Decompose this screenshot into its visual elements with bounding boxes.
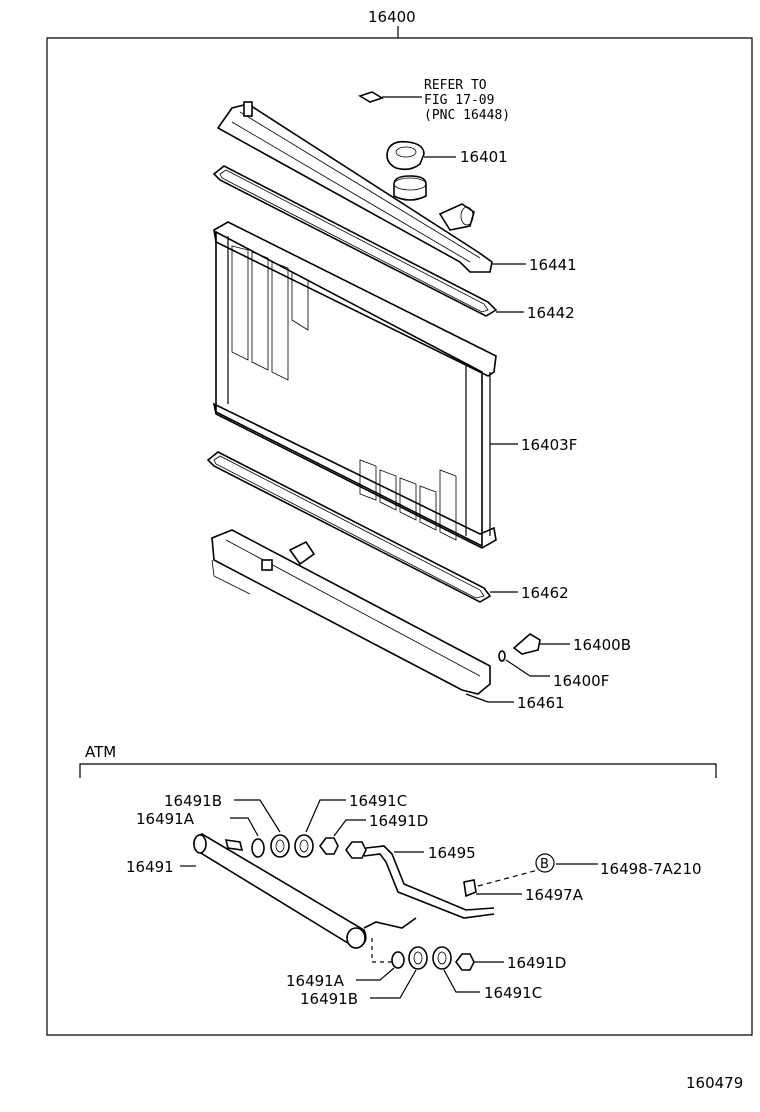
washer-16491A-top[interactable]: 16491A — [136, 810, 265, 858]
gasket-16491C-top[interactable]: 16491C — [294, 792, 407, 858]
filler-neck — [393, 175, 427, 201]
nut-16491D-bot[interactable]: 16491D — [455, 953, 566, 972]
sub-part-icon — [358, 91, 384, 103]
oil-cooler-tube[interactable]: 16495 — [345, 841, 495, 919]
radiator-core[interactable]: 16403F — [212, 221, 577, 549]
part-16491B-top-label[interactable]: 16491B — [164, 792, 222, 810]
part-16495-label[interactable]: 16495 — [428, 844, 476, 862]
upper-gasket[interactable]: 16442 — [212, 165, 575, 322]
refer-note: REFER TO FIG 17-09 (PNC 16448) — [358, 78, 510, 123]
callout-b[interactable]: B 16498-7A210 — [477, 853, 702, 887]
part-16442-label[interactable]: 16442 — [527, 304, 575, 322]
figure-number: 160479 — [686, 1074, 743, 1092]
washer-16491A-bot[interactable]: 16491A — [286, 951, 405, 990]
part-16400B-label[interactable]: 16400B — [573, 636, 631, 654]
atm-section-bracket — [79, 763, 717, 778]
gasket-16491B-top[interactable]: 16491B — [164, 792, 290, 858]
part-16491D-top-label[interactable]: 16491D — [369, 812, 428, 830]
part-16462-label[interactable]: 16462 — [521, 584, 569, 602]
part-16403F-label[interactable]: 16403F — [521, 436, 577, 454]
tube-clamp[interactable]: 16497A — [463, 879, 584, 904]
drain-cock[interactable]: 16400B — [512, 633, 631, 655]
assembly-number-label[interactable]: 16400 — [368, 8, 416, 26]
part-16491C-bot-label[interactable]: 16491C — [484, 984, 542, 1002]
upper-tank[interactable]: 16441 — [216, 101, 577, 274]
inlet-pipe — [438, 203, 475, 231]
drain-boss — [261, 559, 273, 571]
refer-note-line-3: (PNC 16448) — [424, 108, 510, 123]
part-16491A-top-label[interactable]: 16491A — [136, 810, 195, 828]
part-16400F-label[interactable]: 16400F — [553, 672, 609, 690]
tank-stub — [243, 101, 253, 117]
part-16491C-top-label[interactable]: 16491C — [349, 792, 407, 810]
atm-section-label[interactable]: ATM — [85, 743, 116, 761]
part-16491B-bot-label[interactable]: 16491B — [300, 990, 358, 1008]
part-16401-label[interactable]: 16401 — [460, 148, 508, 166]
lower-gasket[interactable]: 16462 — [206, 451, 569, 603]
part-16498-label[interactable]: 16498-7A210 — [600, 860, 702, 878]
assembly-frame — [46, 37, 753, 1036]
refer-note-line-1: REFER TO — [424, 78, 487, 93]
radiator-cap[interactable]: 16401 — [386, 140, 508, 171]
gasket-16491B-bot[interactable]: 16491B — [300, 946, 428, 1008]
part-16441-label[interactable]: 16441 — [529, 256, 577, 274]
callout-b-letter: B — [540, 857, 549, 872]
part-16491A-bot-label[interactable]: 16491A — [286, 972, 345, 990]
part-16491-label[interactable]: 16491 — [126, 858, 174, 876]
outlet-pipe — [288, 540, 316, 566]
nut-16491D-top[interactable]: 16491D — [319, 812, 428, 855]
lower-tank[interactable]: 16461 — [211, 529, 565, 712]
part-16497A-label[interactable]: 16497A — [525, 886, 584, 904]
refer-note-line-2: FIG 17-09 — [424, 93, 494, 108]
part-16461-label[interactable]: 16461 — [517, 694, 565, 712]
gasket-16491C-bot[interactable]: 16491C — [432, 946, 542, 1002]
drain-o-ring[interactable]: 16400F — [498, 650, 609, 690]
part-16491D-bot-label[interactable]: 16491D — [507, 954, 566, 972]
oil-cooler[interactable]: 16491 — [126, 833, 417, 949]
